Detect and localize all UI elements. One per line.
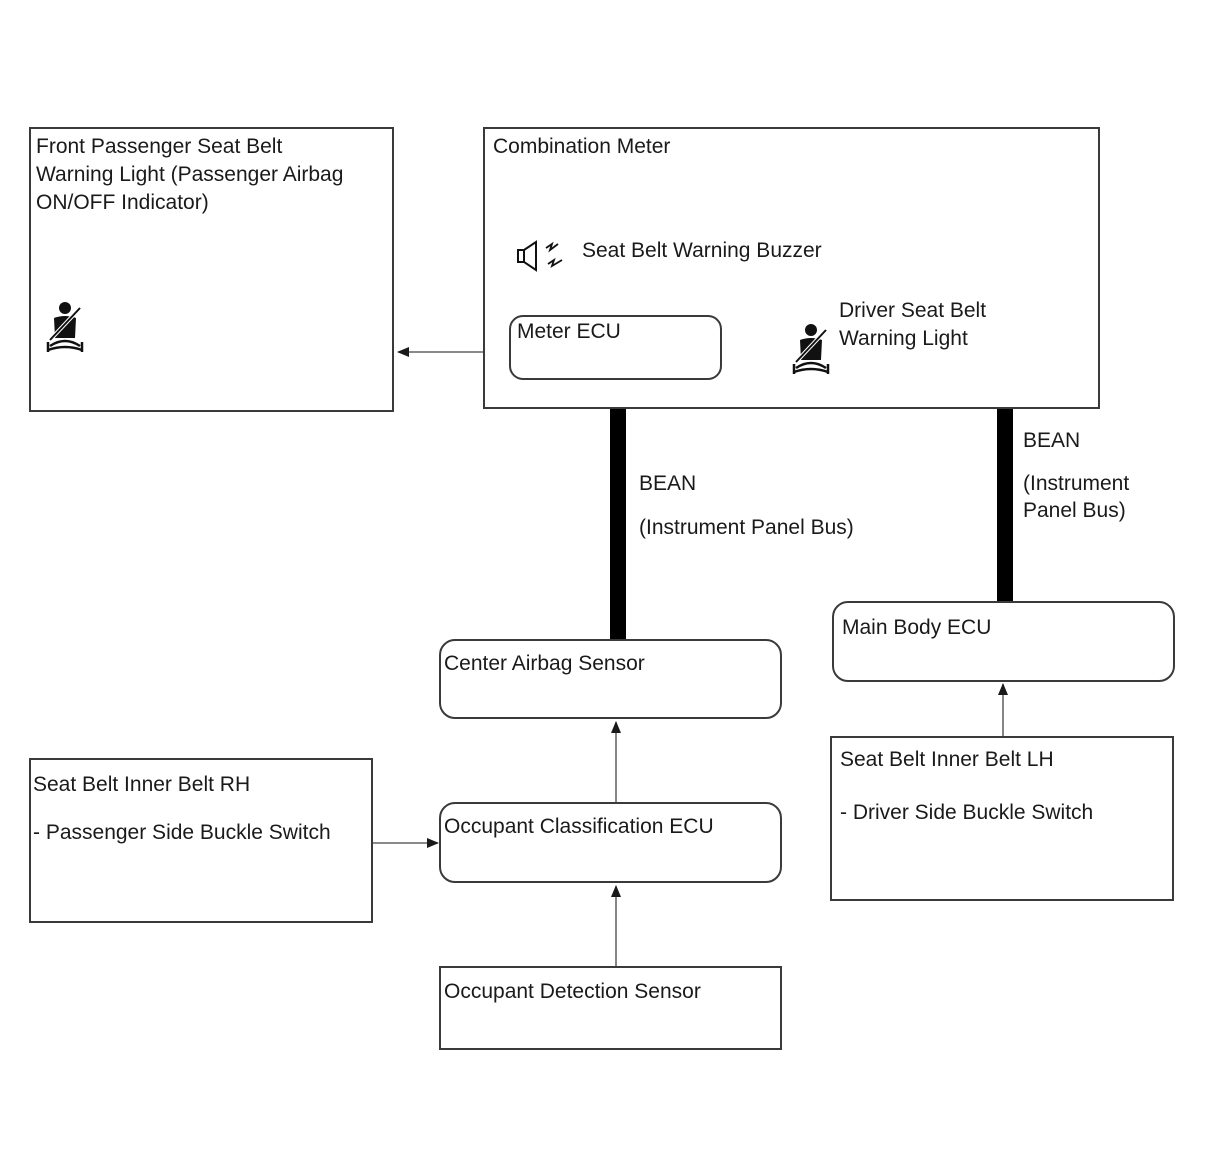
seat-belt-icon (46, 302, 84, 352)
bean-center-desc: (Instrument Panel Bus) (639, 516, 854, 539)
main-body-ecu-box (832, 601, 1175, 682)
front-passenger-light-box (29, 127, 394, 412)
inner-belt-rh-box (29, 758, 373, 923)
occupant-classification-ecu-box (439, 802, 782, 883)
bean-center-name: BEAN (639, 472, 697, 495)
main-body-ecu-label: Main Body ECU (842, 616, 992, 639)
inner-belt-lh-title: Seat Belt Inner Belt LH (840, 748, 1054, 771)
meter-ecu-box (509, 315, 722, 380)
driver-light-line1: Driver Seat Belt (839, 299, 987, 322)
combination-meter-title: Combination Meter (493, 135, 671, 158)
center-airbag-sensor-label: Center Airbag Sensor (444, 652, 645, 675)
seat-belt-warning-buzzer-label: Seat Belt Warning Buzzer (582, 239, 822, 262)
occupant-classification-ecu-label: Occupant Classification ECU (444, 815, 714, 838)
bean-bus-right (997, 408, 1013, 602)
inner-belt-lh-box (830, 736, 1174, 901)
bean-bus-center (610, 408, 626, 640)
front-passenger-light-line1: Front Passenger Seat Belt (36, 135, 283, 158)
speaker-icon (517, 240, 563, 272)
occupant-detection-sensor-label: Occupant Detection Sensor (444, 980, 701, 1003)
front-passenger-light-line2: Warning Light (Passenger Airbag (36, 163, 344, 186)
center-airbag-sensor-box (439, 639, 782, 719)
bean-right-desc-line2: Panel Bus) (1023, 499, 1126, 522)
inner-belt-rh-title: Seat Belt Inner Belt RH (33, 773, 251, 796)
bean-right-desc-line1: (Instrument (1023, 472, 1130, 495)
inner-belt-lh-item: - Driver Side Buckle Switch (840, 801, 1094, 824)
front-passenger-light-line3: ON/OFF Indicator) (36, 191, 209, 214)
seat-belt-icon (792, 324, 830, 374)
bean-right-name: BEAN (1023, 429, 1081, 452)
meter-ecu-label: Meter ECU (517, 320, 621, 343)
driver-light-line2: Warning Light (839, 327, 968, 350)
inner-belt-rh-item: - Passenger Side Buckle Switch (33, 821, 331, 844)
occupant-detection-sensor-box (439, 966, 782, 1050)
